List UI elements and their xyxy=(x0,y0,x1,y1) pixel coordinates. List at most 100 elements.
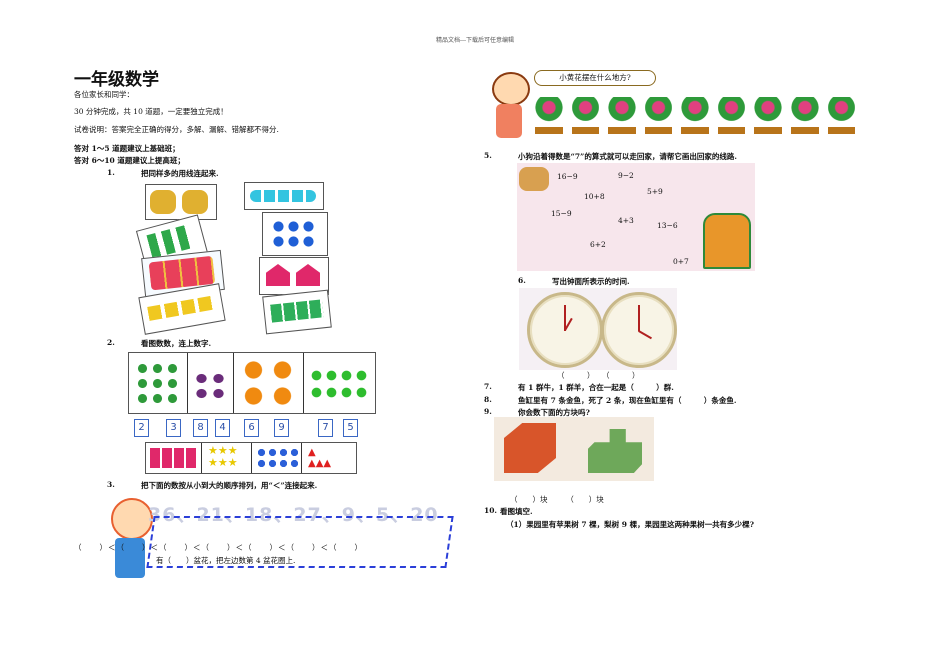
q5-text: 小狗沿着得数是“7”的算式就可以走回家，请帮它画出回家的线路. xyxy=(518,152,737,161)
pumpkin-icon xyxy=(239,357,297,409)
overalls-icon xyxy=(115,538,145,578)
flower-pot-icon[interactable] xyxy=(790,97,819,134)
q2-text: 看图数数，连上数字. xyxy=(141,339,212,348)
number-sequence: 36、21、18、27、9、5、20 xyxy=(148,504,439,526)
q5-number: 5. xyxy=(484,151,492,160)
number-box[interactable]: 3 xyxy=(166,419,181,437)
q1-number: 1. xyxy=(107,168,115,177)
minute-hand xyxy=(638,305,640,331)
number-box[interactable]: 8 xyxy=(193,419,208,437)
girl-illustration xyxy=(484,68,534,144)
minute-hand xyxy=(564,305,566,331)
square-icon xyxy=(147,295,215,321)
q8-text[interactable]: 鱼缸里有 7 条金鱼，死了 2 条，现在鱼缸里有（ ）条金鱼. xyxy=(518,396,737,405)
star-icon: ★★★★★★ xyxy=(208,444,238,469)
dog-icon xyxy=(519,167,549,191)
q9-answer-blanks[interactable]: （ ）块 （ ）块 xyxy=(510,495,604,504)
green-cubes-icon xyxy=(588,429,642,473)
q2-number: 2. xyxy=(107,338,115,347)
number-box[interactable]: 9 xyxy=(274,419,289,437)
q10-sub1: （1）果园里有苹果树 7 棵，梨树 9 棵，果园里这两种果树一共有多少棵? xyxy=(506,520,754,529)
clocks-panel xyxy=(519,288,677,370)
number-box[interactable]: 7 xyxy=(318,419,333,437)
note-1: 答对 1～5 道题建议上基础班； xyxy=(74,144,180,153)
q3-text: 把下面的数按从小到大的顺序排列，用“＜”连接起来. xyxy=(141,481,318,490)
hour-hand xyxy=(638,330,652,340)
apple-icon xyxy=(309,367,369,401)
q10-text: 看图填空. xyxy=(500,507,533,516)
instruction-2: 试卷说明：答案完全正确的得分，多解、漏解、错解都不得分. xyxy=(74,125,279,134)
dog-house-icon xyxy=(703,213,751,269)
expr[interactable]: 6+2 xyxy=(590,240,606,249)
expr[interactable]: 10+8 xyxy=(584,192,605,201)
face-icon xyxy=(492,72,530,106)
heart-icon xyxy=(271,219,317,249)
dog-icon xyxy=(150,190,176,214)
expr[interactable]: 16−9 xyxy=(557,172,578,181)
expr[interactable]: 9−2 xyxy=(618,171,634,180)
expr[interactable]: 4+3 xyxy=(618,216,634,225)
face-icon xyxy=(111,498,153,540)
dress-icon xyxy=(496,104,522,138)
page-title: 一年级数学 xyxy=(74,70,159,90)
boy-illustration xyxy=(103,490,158,585)
expr[interactable]: 15−9 xyxy=(551,209,572,218)
q8-number: 8. xyxy=(484,395,492,404)
circle-icon xyxy=(256,447,298,469)
vegetable-icon xyxy=(135,361,181,405)
q6-answer-blanks[interactable]: （ ） （ ） xyxy=(557,371,640,380)
dogs-card xyxy=(145,184,217,220)
flower-pot-icon[interactable] xyxy=(608,97,636,134)
houses-card xyxy=(259,257,329,295)
q7-text[interactable]: 有 1 群牛，1 群羊，合在一起是（ ）群. xyxy=(518,383,674,392)
q6-number: 6. xyxy=(518,276,526,285)
dog-icon xyxy=(182,190,208,214)
house-icon xyxy=(266,264,290,286)
house-icon xyxy=(296,264,320,286)
rectangle-icon xyxy=(150,448,196,468)
number-box[interactable]: 5 xyxy=(343,419,358,437)
stool-icon xyxy=(270,299,324,323)
q2-shape-row: ★★★★★★ ▲▲▲▲ xyxy=(145,442,357,474)
flower-pot-icon[interactable] xyxy=(681,97,709,134)
eggplant-icon xyxy=(193,371,227,401)
note-2: 答对 6～10 道题建议上提高班； xyxy=(74,156,185,165)
expr[interactable]: 0+7 xyxy=(673,257,689,266)
number-box[interactable]: 6 xyxy=(244,419,259,437)
q10-number: 10. xyxy=(484,506,498,515)
greeting: 各位家长和同学： xyxy=(74,90,134,99)
q9-number: 9. xyxy=(484,407,492,416)
flower-pot-icon[interactable] xyxy=(827,97,856,134)
header-note: 精品文档---下载后可任意编辑 xyxy=(435,37,515,44)
q1-text: 把同样多的用线连起来. xyxy=(141,169,219,178)
q2-picture-row xyxy=(128,352,376,414)
flower-pot-row xyxy=(535,97,856,134)
circle-icon xyxy=(250,190,316,202)
q3-answer-line[interactable]: （ ）＜（ ）＜（ ）＜（ ）＜（ ）＜（ ）＜（ ） xyxy=(74,543,363,552)
q7-number: 7. xyxy=(484,382,492,391)
number-box[interactable]: 2 xyxy=(134,419,149,437)
circles-card xyxy=(244,182,324,210)
q9-text: 你会数下面的方块吗? xyxy=(518,408,590,417)
triangle-icon: ▲▲▲▲ xyxy=(308,447,332,469)
expr[interactable]: 13−6 xyxy=(657,221,678,230)
q3-number: 3. xyxy=(107,480,115,489)
flower-pot-icon[interactable] xyxy=(571,97,600,134)
clock-face-2 xyxy=(601,292,677,368)
instruction-1: 30 分钟完成，共 10 道题，一定要独立完成！ xyxy=(74,107,228,116)
q6-text: 写出钟面所表示的时间. xyxy=(552,277,630,286)
clock-face-1 xyxy=(527,292,603,368)
speech-bubble: 小黄花摆在什么地方? xyxy=(534,70,656,86)
red-cubes-icon xyxy=(504,423,556,473)
hearts-card xyxy=(262,212,328,256)
maze-panel[interactable]: 16−9 9−2 10+8 5+9 15−9 4+3 13−6 6+2 0+7 xyxy=(517,163,755,271)
cubes-panel xyxy=(494,417,654,481)
q4-partial-text: 有（ ）盆花，把左边数第 4 盆花圈上. xyxy=(156,556,296,565)
number-box[interactable]: 4 xyxy=(215,419,230,437)
expr[interactable]: 5+9 xyxy=(647,187,663,196)
stools-card xyxy=(262,289,332,335)
flower-pot-icon[interactable] xyxy=(754,97,782,134)
flower-pot-icon[interactable] xyxy=(717,97,746,134)
flower-pot-icon[interactable] xyxy=(644,97,673,134)
flower-pot-icon[interactable] xyxy=(535,97,563,134)
